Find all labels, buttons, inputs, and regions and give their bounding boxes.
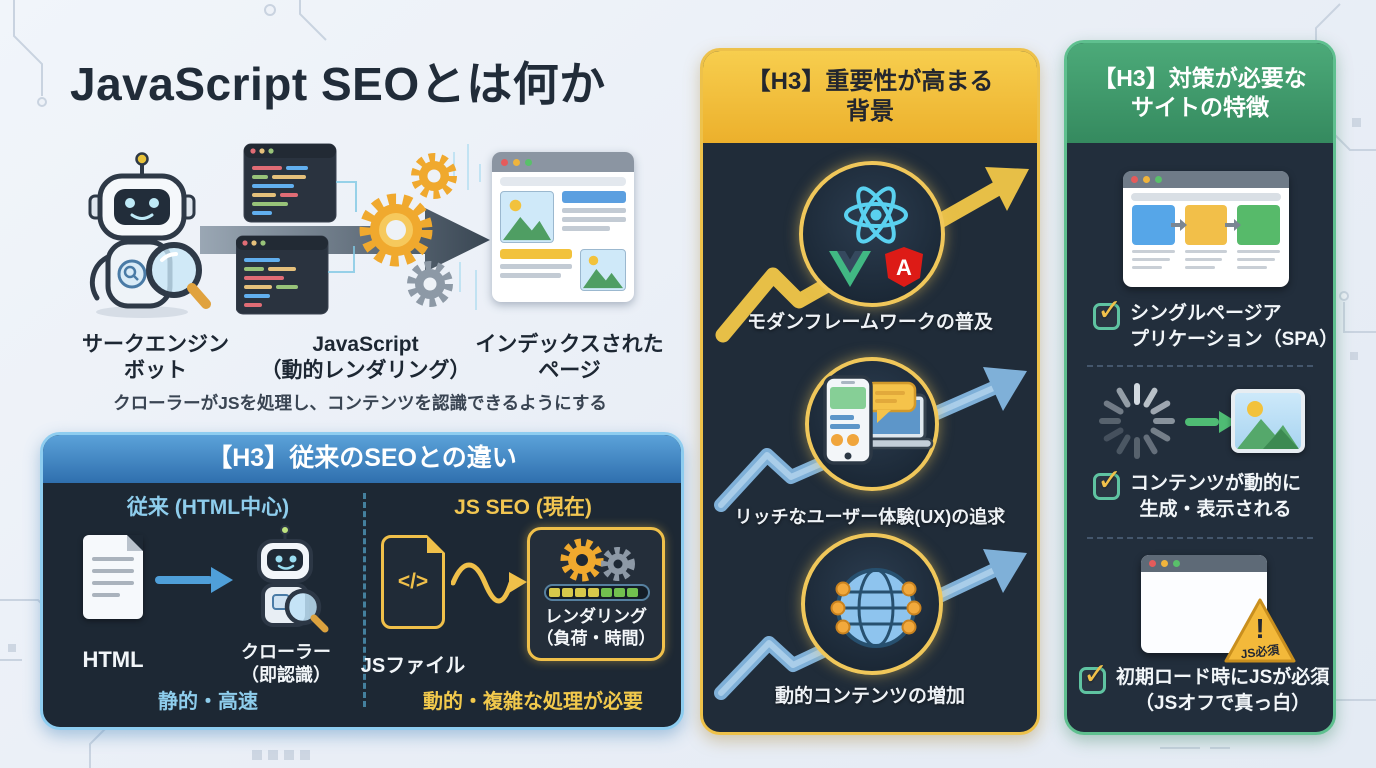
indexed-page-icon [492, 152, 634, 302]
flow-node-label-indexed-page: インデックスされたページ [475, 333, 664, 383]
html-label: HTML [82, 647, 144, 672]
js-required-warning-icon: ! JS必須 [1224, 598, 1296, 663]
background-panel-header: 【H3】重要性が高まる 背景 [703, 51, 1037, 143]
framework-logos-icon: A [829, 186, 923, 287]
spa-browser-icon [1123, 171, 1289, 287]
warning-label: JS必須 [1240, 642, 1281, 662]
traditional-footer: 静的・高速 [158, 691, 258, 713]
checkbox-icon: ✓ [1093, 464, 1122, 500]
flow-caption: クローラーがJSを処理し、コンテンツを認識できるようにする [113, 393, 607, 413]
green-arrow-icon [1185, 411, 1237, 433]
js-file-icon: </> [381, 535, 445, 629]
tile-arrow-icon [1225, 219, 1241, 231]
svg-text:!: ! [1255, 613, 1264, 644]
loading-spinner-icon [1099, 383, 1175, 459]
comparison-panel-header: 【H3】従来のSEOとの違い [43, 435, 681, 483]
globe-network-icon [830, 568, 922, 648]
comparison-panel: 【H3】従来のSEOとの違い 従来 (HTML中心) JS SEO (現在) H… [40, 432, 684, 730]
rendering-load-box: レンダリング （負荷・時間） [527, 527, 665, 661]
javascript-rendering-icon [236, 143, 481, 315]
js-seo-heading: JS SEO (現在) [454, 496, 592, 519]
flow-node-label-javascript: JavaScript（動的レンダリング） [260, 333, 471, 383]
feature-item-spa: ✓ シングルページア プリケーション（SPA） [1093, 294, 1333, 352]
intro-flow-section: サークエンジンボット JavaScript（動的レンダリング） インデックスされ… [0, 0, 700, 430]
crawler-label: クローラー （即認識） [241, 642, 331, 686]
features-panel-header: 【H3】対策が必要な サイトの特徴 [1067, 43, 1333, 143]
column-divider [363, 493, 366, 707]
browser-titlebar [1123, 171, 1289, 188]
page-title: JavaScript SEOとは何か [70, 58, 606, 110]
features-panel: 【H3】対策が必要な サイトの特徴 ✓ シングルページア [1064, 40, 1336, 735]
background-panel: 【H3】重要性が高まる 背景 [700, 48, 1040, 735]
wavy-arrow-icon [451, 562, 527, 604]
divider [1087, 537, 1313, 539]
device-ux-icon [823, 375, 934, 465]
flow-arrow-icon [200, 208, 490, 272]
html-document-icon [83, 535, 143, 619]
js-seo-footer: 動的・複雑な処理が必要 [423, 691, 643, 713]
frameworks-circle: A [799, 161, 945, 307]
search-bot-icon [88, 152, 211, 318]
crawler-bot-icon [257, 525, 329, 633]
ux-circle [805, 357, 939, 491]
image-content-icon [1231, 389, 1305, 453]
background-item3-label: 動的コンテンツの増加 [774, 686, 965, 707]
globe-circle [801, 533, 943, 675]
divider [1087, 365, 1313, 367]
background-item2-label: リッチなユーザー体験(UX)の追求 [734, 507, 1006, 527]
checkbox-icon: ✓ [1079, 658, 1108, 694]
js-file-label: JSファイル [360, 655, 466, 677]
tile-arrow-icon [1171, 219, 1187, 231]
checkbox-icon: ✓ [1093, 294, 1122, 330]
arrow-right-icon [155, 567, 233, 593]
gears-icon [560, 538, 635, 582]
feature-item-js-required: ✓ 初期ロード時にJSが必須 （JSオフで真っ白） [1079, 658, 1329, 716]
rendering-label: レンダリング （負荷・時間） [536, 607, 656, 649]
traditional-seo-heading: 従来 (HTML中心) [126, 496, 290, 519]
browser-titlebar [1141, 555, 1267, 572]
background-item1-label: モダンフレームワークの普及 [747, 312, 993, 333]
feature-item-dynamic-content: ✓ コンテンツが動的に 生成・表示される [1093, 464, 1301, 522]
angular-logo-letter: A [896, 255, 912, 280]
flow-node-label-bot: サークエンジンボット [82, 333, 229, 383]
progress-bar [544, 584, 650, 601]
